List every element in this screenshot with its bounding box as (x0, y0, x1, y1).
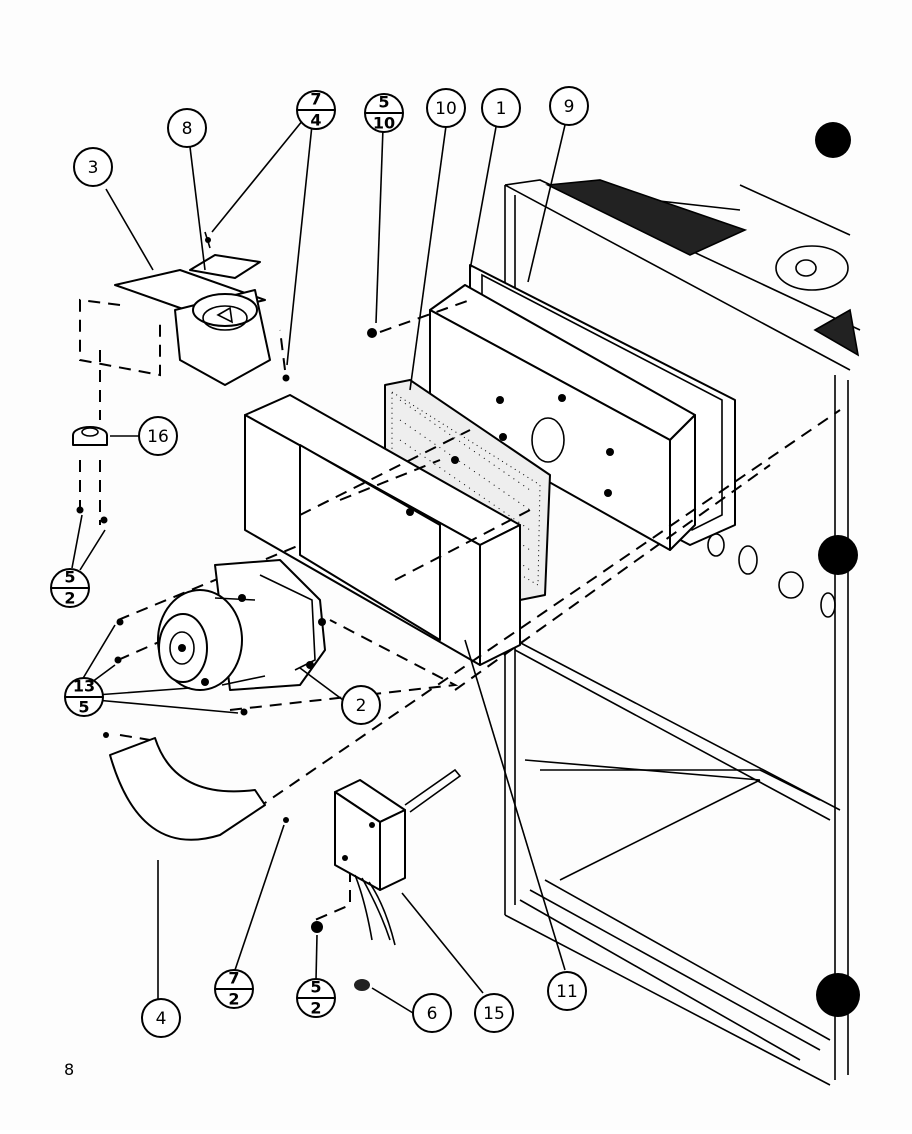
callout-1-label: 1 (496, 99, 507, 119)
leader-lines (71, 119, 566, 1014)
fraction-callout-5-2-left: 5 2 (50, 568, 90, 608)
callout-6: 6 (412, 993, 452, 1033)
fraction-5-2-bottom-top: 5 (310, 978, 321, 997)
mounting-hole-bottom (816, 973, 860, 1017)
control-box (334, 768, 462, 946)
fraction-callout-7-4: 7 4 (296, 90, 336, 130)
fraction-callout-5-2-bottom: 5 2 (296, 978, 336, 1018)
callout-8-label: 8 (182, 119, 193, 139)
screws (76, 328, 377, 991)
mounting-hole-middle (818, 535, 858, 575)
callout-6-label: 6 (427, 1004, 438, 1024)
fraction-5-10-top: 5 (378, 93, 389, 112)
callout-8: 8 (167, 108, 207, 148)
mounting-hole-top (815, 122, 851, 158)
callout-10-label: 10 (435, 99, 457, 119)
callout-3: 3 (73, 147, 113, 187)
fraction-7-2-top: 7 (228, 969, 239, 988)
callout-2: 2 (341, 685, 381, 725)
limit-switch (72, 426, 108, 446)
callout-3-label: 3 (88, 158, 99, 178)
fraction-callout-13-5: 13 5 (64, 677, 104, 717)
callout-2-label: 2 (356, 696, 367, 716)
fraction-7-4-bottom: 4 (310, 111, 321, 130)
cover-plate (189, 231, 261, 279)
callout-11-label: 11 (556, 982, 578, 1002)
callout-9: 9 (549, 86, 589, 126)
callout-1: 1 (481, 88, 521, 128)
fraction-7-4-top: 7 (310, 90, 321, 109)
heat-exchanger-box (429, 284, 696, 551)
fraction-callout-5-10: 5 10 (364, 93, 404, 133)
callout-4: 4 (141, 998, 181, 1038)
fraction-13-5-top: 13 (73, 677, 95, 696)
callout-11: 11 (547, 971, 587, 1011)
fraction-callout-7-2: 7 2 (214, 969, 254, 1009)
fraction-5-2-left-top: 5 (64, 568, 75, 587)
curved-shield (109, 737, 266, 841)
inducer-bracket (114, 269, 271, 386)
callout-9-label: 9 (564, 97, 575, 117)
callout-15-label: 15 (483, 1004, 505, 1024)
fraction-5-10-bottom: 10 (373, 114, 395, 133)
fraction-5-2-left-bottom: 2 (64, 589, 75, 608)
cabinet-frame (504, 122, 861, 1086)
callout-15: 15 (474, 993, 514, 1033)
fraction-5-2-bottom-bottom: 2 (310, 999, 321, 1018)
callout-4-label: 4 (156, 1009, 167, 1029)
page-number: 8 (64, 1060, 74, 1079)
callout-16: 16 (138, 416, 178, 456)
fraction-13-5-bottom: 5 (78, 698, 89, 717)
inducer-motor (157, 559, 326, 691)
callout-16-label: 16 (147, 427, 169, 447)
fraction-7-2-bottom: 2 (228, 990, 239, 1009)
callout-10: 10 (426, 88, 466, 128)
blower-housing-box (244, 394, 521, 666)
